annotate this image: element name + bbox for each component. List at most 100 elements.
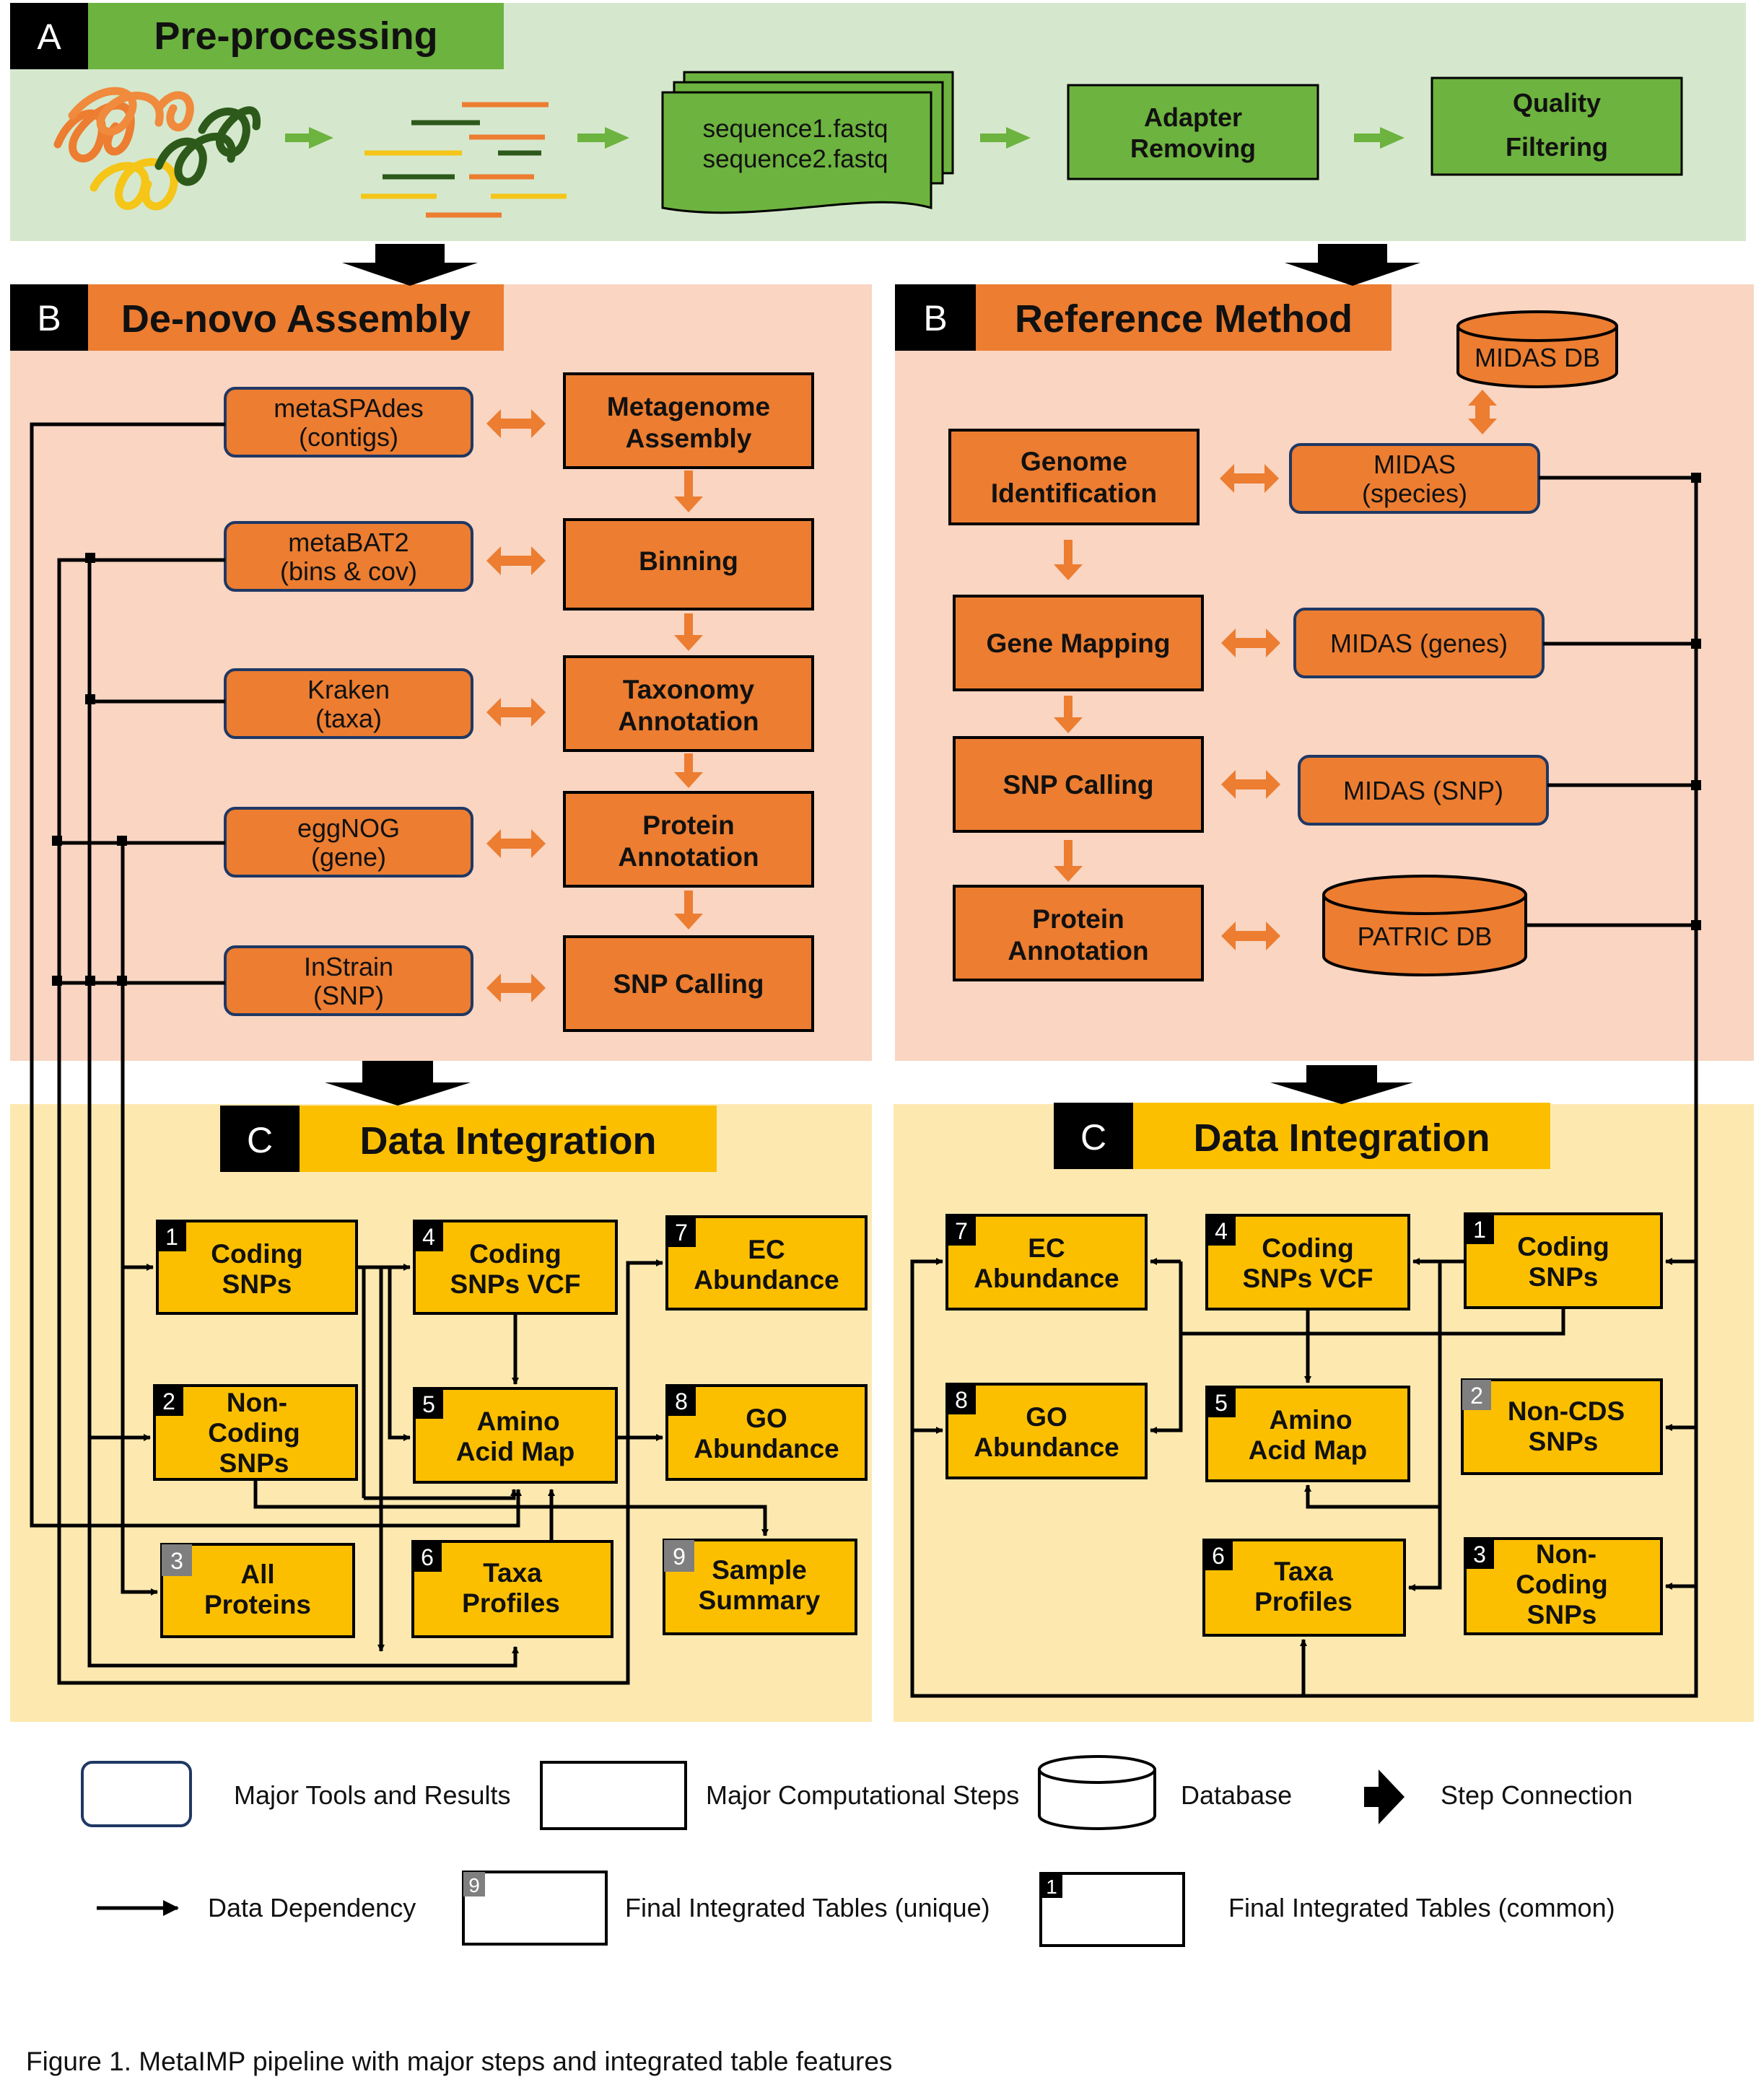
- reference-orange-arrows: [1054, 390, 1497, 950]
- svg-text:1: 1: [1473, 1217, 1486, 1243]
- arrow-green-1: [285, 127, 333, 149]
- svg-text:5: 5: [422, 1391, 435, 1417]
- svg-text:(contigs): (contigs): [299, 422, 398, 452]
- svg-text:Step Connection: Step Connection: [1441, 1780, 1633, 1810]
- svg-text:Removing: Removing: [1130, 134, 1256, 163]
- svg-text:MIDAS DB: MIDAS DB: [1475, 343, 1600, 372]
- svg-text:Database: Database: [1181, 1780, 1292, 1810]
- svg-text:InStrain: InStrain: [304, 952, 393, 981]
- section-title: Data Integration: [1193, 1116, 1490, 1160]
- section-c-right-header: C Data Integration: [1054, 1103, 1550, 1169]
- fastq-file-2: sequence2.fastq: [703, 145, 888, 173]
- figure-caption: Figure 1. MetaIMP pipeline with major st…: [26, 2047, 893, 2076]
- table-non-coding-snps-right: 3 Non- Coding SNPs: [1464, 1537, 1663, 1635]
- svg-text:Abundance: Abundance: [694, 1434, 839, 1464]
- table-coding-snps-vcf: 4 Coding SNPs VCF: [413, 1220, 618, 1315]
- tool-instrain: InStrain (SNP): [224, 945, 473, 1016]
- svg-text:3: 3: [1473, 1541, 1486, 1567]
- tool-metaspades: metaSPAdes (contigs): [224, 387, 473, 458]
- table-taxa-profiles: 6 Taxa Profiles: [411, 1540, 613, 1638]
- sequence-reads-icon: [361, 102, 567, 218]
- table-sample-summary: 9 Sample Summary: [663, 1539, 857, 1635]
- svg-text:Amino: Amino: [1269, 1405, 1352, 1435]
- svg-text:GO: GO: [1026, 1402, 1067, 1432]
- adapter-removing-step: Adapter Removing: [1067, 84, 1319, 180]
- svg-text:Coding: Coding: [1517, 1232, 1609, 1261]
- table-non-cds-snps-right: 2 Non-CDS SNPs: [1461, 1378, 1663, 1475]
- step-connection-arrows: [325, 244, 1420, 1106]
- svg-text:Acid Map: Acid Map: [1249, 1435, 1367, 1465]
- svg-text:EC: EC: [748, 1235, 785, 1264]
- svg-text:Identification: Identification: [991, 478, 1157, 508]
- svg-text:Non-: Non-: [227, 1388, 287, 1417]
- svg-text:Profiles: Profiles: [462, 1588, 560, 1618]
- midas-db-database: MIDAS DB: [1456, 310, 1618, 388]
- arrow-green-2: [577, 127, 629, 149]
- svg-text:Coding: Coding: [1262, 1233, 1353, 1263]
- legend-major-steps: Major Computational Steps: [540, 1761, 1019, 1830]
- tool-metabat2: metaBAT2 (bins & cov): [224, 521, 473, 592]
- svg-text:(gene): (gene): [311, 842, 386, 872]
- table-amino-acid-map-right: 5 Amino Acid Map: [1205, 1386, 1410, 1482]
- table-coding-snps: 1 Coding SNPs: [156, 1220, 358, 1315]
- step-snp-calling: SNP Calling: [563, 935, 814, 1032]
- fastq-files-document: sequence1.fastq sequence2.fastq: [661, 71, 954, 214]
- tool-midas-species: MIDAS (species): [1289, 443, 1540, 514]
- denovo-tools: metaSPAdes (contigs) metaBAT2 (bins & co…: [224, 387, 473, 1016]
- section-letter: C: [1080, 1117, 1106, 1158]
- svg-text:Abundance: Abundance: [694, 1265, 839, 1295]
- section-c-left-header: C Data Integration: [220, 1106, 717, 1172]
- svg-text:4: 4: [1215, 1218, 1228, 1244]
- tool-midas-snp: MIDAS (SNP): [1298, 755, 1549, 826]
- svg-text:Kraken: Kraken: [307, 675, 390, 704]
- svg-text:2: 2: [1470, 1383, 1483, 1409]
- svg-text:SNPs VCF: SNPs VCF: [1243, 1264, 1373, 1293]
- svg-text:Quality: Quality: [1513, 88, 1601, 118]
- table-ec-abundance: 7 EC Abundance: [665, 1215, 868, 1311]
- svg-text:Non-CDS: Non-CDS: [1508, 1396, 1625, 1426]
- svg-text:MIDAS: MIDAS: [1373, 450, 1456, 479]
- legend-final-unique: 9 Final Integrated Tables (unique): [462, 1871, 990, 1946]
- svg-text:8: 8: [955, 1387, 968, 1413]
- svg-text:Sample: Sample: [712, 1555, 807, 1585]
- integration-left-tables: 1 Coding SNPs 4 Coding SNPs VCF 7 EC Abu…: [153, 1215, 868, 1638]
- section-letter: A: [37, 17, 61, 57]
- quality-filtering-step: Quality Filtering: [1430, 76, 1683, 176]
- svg-text:SNP Calling: SNP Calling: [1003, 770, 1153, 800]
- svg-text:6: 6: [1212, 1543, 1225, 1569]
- section-b-right-header: B Reference Method: [895, 284, 1392, 351]
- table-all-proteins: 3 All Proteins: [160, 1543, 355, 1638]
- tool-kraken: Kraken (taxa): [224, 668, 473, 739]
- legend-final-common: 1 Final Integrated Tables (common): [1039, 1872, 1615, 1947]
- svg-text:Acid Map: Acid Map: [456, 1437, 575, 1466]
- table-coding-snps-right: 1 Coding SNPs: [1464, 1212, 1663, 1309]
- svg-text:PATRIC DB: PATRIC DB: [1358, 922, 1493, 951]
- svg-text:Protein: Protein: [1032, 904, 1124, 934]
- svg-text:Coding: Coding: [208, 1418, 300, 1448]
- svg-text:Final Integrated Tables (commo: Final Integrated Tables (common): [1228, 1893, 1615, 1922]
- svg-text:EC: EC: [1028, 1233, 1065, 1263]
- arrow-green-4: [1354, 127, 1405, 149]
- svg-text:SNPs: SNPs: [1527, 1600, 1597, 1629]
- step-binning: Binning: [563, 518, 814, 611]
- denovo-steps: Metagenome Assembly Binning Taxonomy Ann…: [563, 372, 814, 1032]
- svg-text:Abundance: Abundance: [974, 1264, 1119, 1293]
- legend: Major Tools and Results Major Computatio…: [81, 1755, 1633, 1947]
- svg-text:Gene Mapping: Gene Mapping: [987, 629, 1171, 658]
- svg-text:MIDAS (SNP): MIDAS (SNP): [1343, 776, 1503, 805]
- svg-text:Coding: Coding: [211, 1239, 302, 1269]
- tool-eggnog: eggNOG (gene): [224, 807, 473, 878]
- step-arrow-a-to-b-right: [1285, 244, 1420, 286]
- section-letter: C: [247, 1120, 273, 1160]
- svg-text:Amino: Amino: [476, 1406, 559, 1436]
- svg-text:4: 4: [422, 1224, 435, 1250]
- svg-text:Metagenome: Metagenome: [607, 392, 770, 421]
- svg-text:Profiles: Profiles: [1254, 1587, 1353, 1616]
- step-snp-calling-ref: SNP Calling: [953, 736, 1204, 833]
- svg-text:Summary: Summary: [699, 1585, 821, 1615]
- section-title: Data Integration: [359, 1119, 656, 1163]
- section-title: Pre-processing: [154, 14, 437, 58]
- reference-junction-dots: [1691, 473, 1701, 930]
